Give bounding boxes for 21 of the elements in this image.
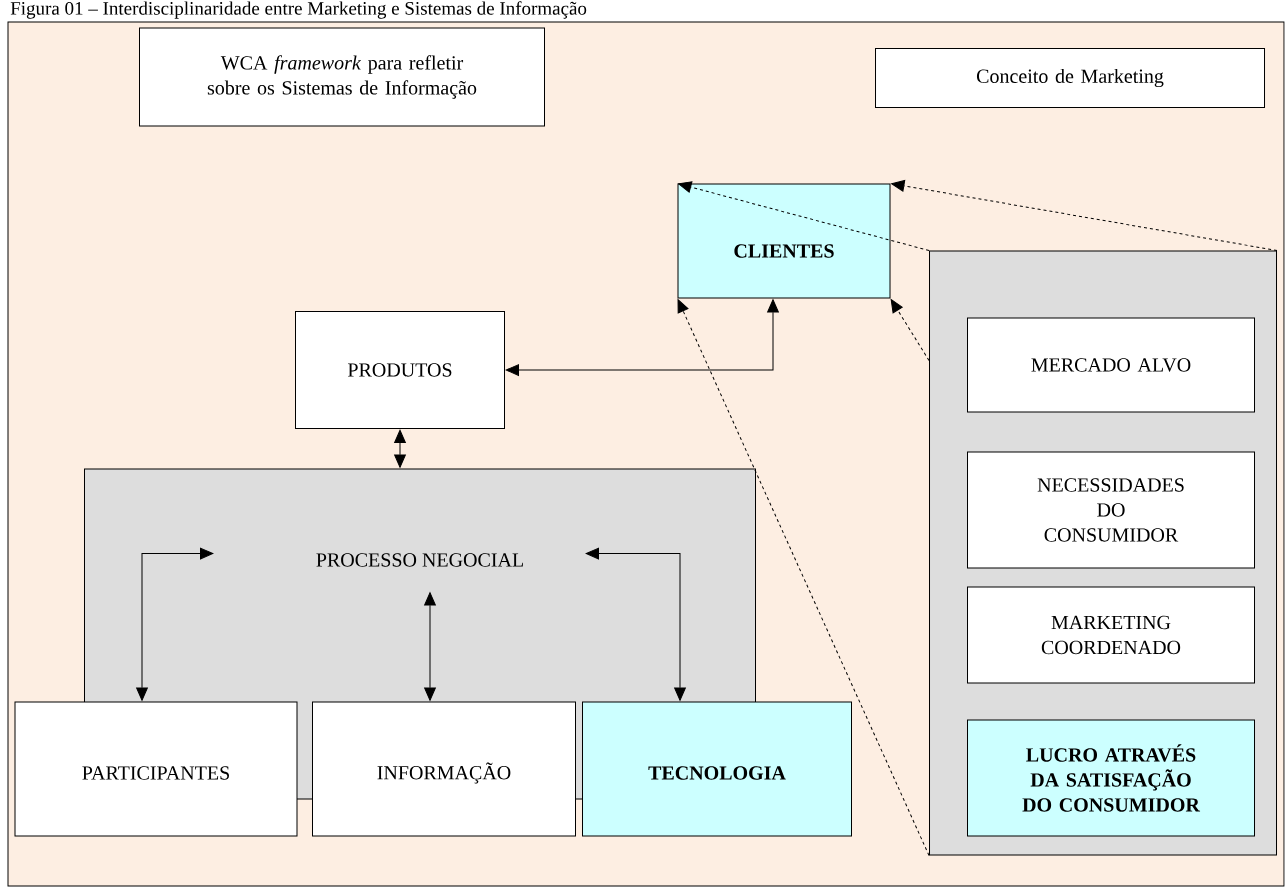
dashed-arrow xyxy=(678,181,930,251)
dashed-arrow xyxy=(891,180,1278,251)
arrow xyxy=(424,592,436,701)
arrow xyxy=(585,547,686,701)
text-box: CLIENTES xyxy=(677,183,891,299)
text-box: MERCADO ALVO xyxy=(967,317,1255,413)
arrow xyxy=(505,299,779,376)
text-box: Conceito de Marketing xyxy=(875,48,1265,108)
figure-title: Figura 01 – Interdisciplinaridade entre Marketing e Sistemas de Informação xyxy=(10,1,587,19)
dashed-arrow xyxy=(890,299,930,361)
dashed-arrow xyxy=(677,299,930,856)
text-box: TECNOLOGIA xyxy=(582,701,852,837)
text-box: MARKETING COORDENADO xyxy=(967,586,1255,684)
text-box: PARTICIPANTES xyxy=(14,701,298,837)
arrow xyxy=(136,547,214,701)
text-box: NECESSIDADES DO CONSUMIDOR xyxy=(967,451,1255,569)
arrow xyxy=(394,429,406,468)
text-box: WCA framework para refletir sobre os Sistemas de Informação xyxy=(139,27,545,127)
text-box: PRODUTOS xyxy=(295,311,505,429)
text-box: INFORMAÇÃO xyxy=(312,701,576,837)
text-box: LUCRO ATRAVÉS DA SATISFAÇÃO DO CONSUMIDOR xyxy=(967,719,1255,837)
